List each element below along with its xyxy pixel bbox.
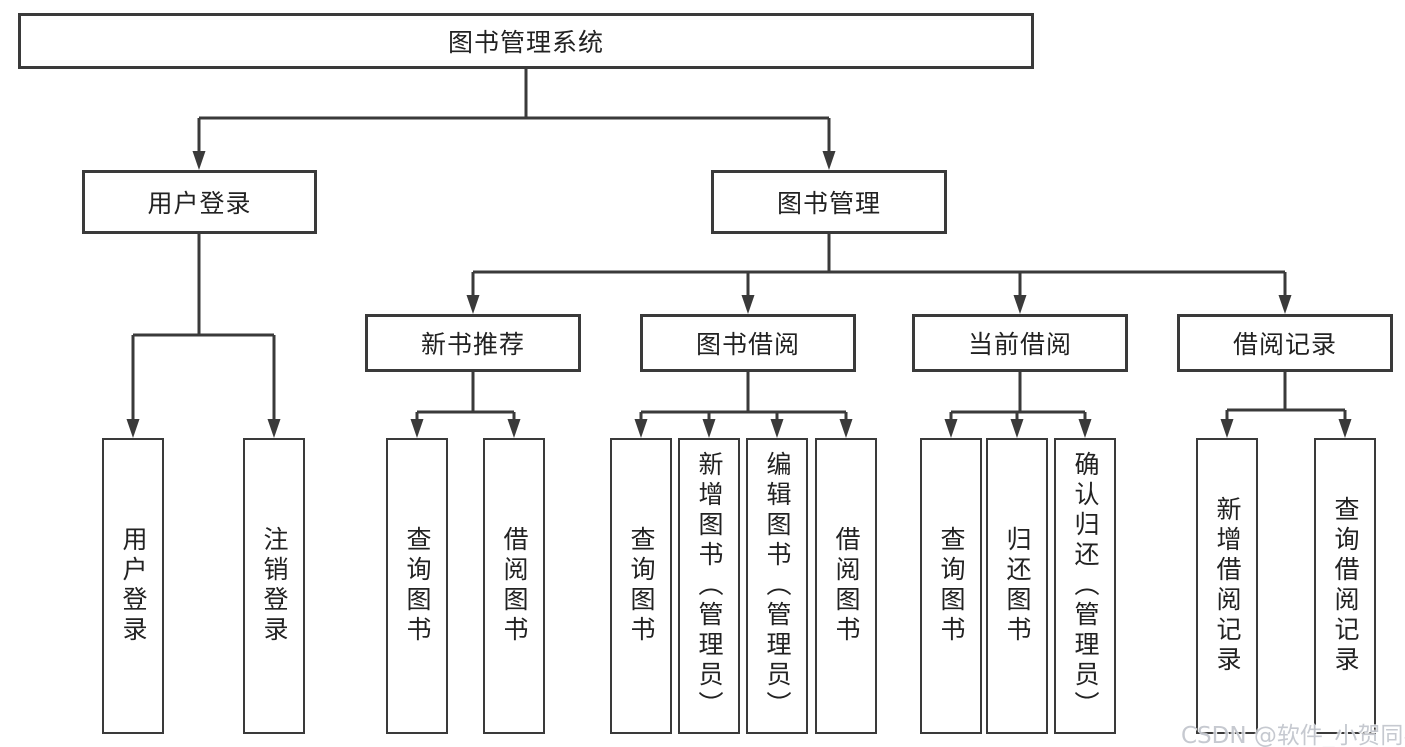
leaf-add-book-admin: 新增图书（管理员） — [678, 438, 740, 734]
node-new-books-label: 新书推荐 — [420, 330, 525, 359]
node-current-borrow-label: 当前借阅 — [967, 330, 1072, 359]
leaf-confirm-return-admin: 确认归还（管理员） — [1054, 438, 1116, 734]
leaf-user-login: 用户登录 — [102, 438, 164, 734]
leaf-borrow-books-2-label: 借阅图书 — [832, 526, 861, 646]
leaf-borrow-books-1-label: 借阅图书 — [500, 526, 529, 646]
leaf-logout: 注销登录 — [243, 438, 305, 734]
leaf-query-books-2-label: 查询图书 — [627, 526, 656, 646]
leaf-confirm-return-admin-label: 确认归还（管理员） — [1071, 451, 1100, 721]
node-root-label: 图书管理系统 — [447, 28, 604, 57]
leaf-query-books-1: 查询图书 — [386, 438, 448, 734]
connector-borrow-records-children — [1225, 372, 1347, 420]
leaf-edit-book-admin-label: 编辑图书（管理员） — [763, 451, 792, 721]
node-book-mgmt: 图书管理 — [711, 170, 947, 234]
node-book-borrow: 图书借阅 — [640, 314, 856, 372]
node-user-login-label: 用户登录 — [147, 189, 252, 218]
node-user-login: 用户登录 — [82, 170, 317, 234]
arrowheads — [126, 151, 1352, 438]
connector-user-login-children — [131, 234, 276, 420]
leaf-edit-book-admin: 编辑图书（管理员） — [746, 438, 808, 734]
leaf-query-borrow-record-label: 查询借阅记录 — [1331, 496, 1360, 676]
connector-root-to-level2 — [197, 69, 831, 152]
node-book-borrow-label: 图书借阅 — [695, 330, 800, 359]
leaf-query-books-2: 查询图书 — [610, 438, 672, 734]
connector-new-books-children — [415, 372, 516, 420]
leaf-return-book-label: 归还图书 — [1003, 526, 1032, 646]
node-borrow-records: 借阅记录 — [1177, 314, 1393, 372]
leaf-query-books-3: 查询图书 — [920, 438, 982, 734]
leaf-add-book-admin-label: 新增图书（管理员） — [695, 451, 724, 721]
leaf-query-books-1-label: 查询图书 — [403, 526, 432, 646]
connector-book-mgmt-children — [471, 234, 1287, 296]
connector-book-borrow-children — [639, 372, 848, 420]
node-root: 图书管理系统 — [18, 13, 1034, 69]
leaf-user-login-label: 用户登录 — [119, 526, 148, 646]
node-book-mgmt-label: 图书管理 — [776, 189, 881, 218]
connector-current-borrow-children — [949, 372, 1087, 420]
csdn-watermark: CSDN @软件_小贺同学 — [1181, 723, 1405, 747]
node-new-books: 新书推荐 — [365, 314, 581, 372]
leaf-borrow-books-2: 借阅图书 — [815, 438, 877, 734]
leaf-return-book: 归还图书 — [986, 438, 1048, 734]
node-current-borrow: 当前借阅 — [912, 314, 1128, 372]
leaf-borrow-books-1: 借阅图书 — [483, 438, 545, 734]
leaf-add-borrow-record: 新增借阅记录 — [1196, 438, 1258, 734]
node-borrow-records-label: 借阅记录 — [1232, 330, 1337, 359]
leaf-add-borrow-record-label: 新增借阅记录 — [1213, 496, 1242, 676]
leaf-logout-label: 注销登录 — [260, 526, 289, 646]
leaf-query-books-3-label: 查询图书 — [937, 526, 966, 646]
leaf-query-borrow-record: 查询借阅记录 — [1314, 438, 1376, 734]
